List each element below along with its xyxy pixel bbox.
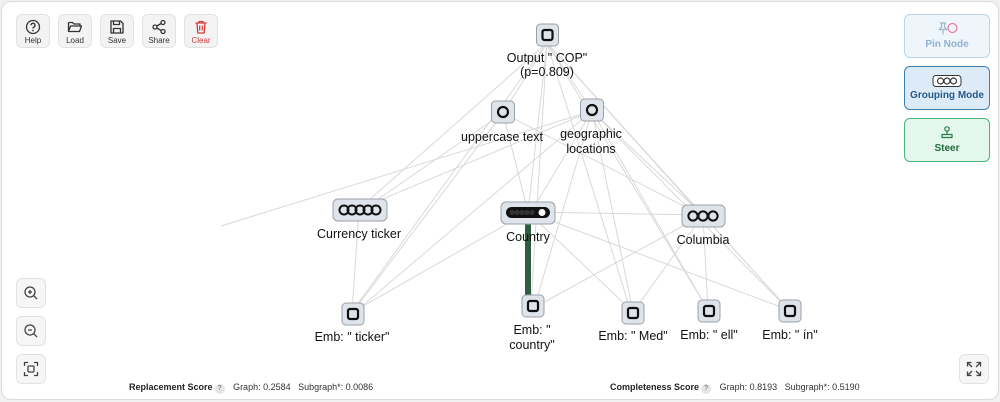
pin-icon xyxy=(938,22,958,35)
fit-view-button[interactable] xyxy=(16,354,46,384)
country-label: Country xyxy=(506,230,551,244)
graph-edges xyxy=(220,42,790,314)
help-label: Help xyxy=(24,36,42,45)
zoom-in-button[interactable] xyxy=(16,278,46,308)
currency-ticker-label: Currency ticker xyxy=(317,227,401,241)
emb-ell-node[interactable] xyxy=(697,299,721,323)
completeness-subgraph-value: Subgraph*: 0.5190 xyxy=(784,382,860,392)
expand-icon xyxy=(966,361,982,377)
replacement-score: Replacement Score? Graph: 0.2584 Subgrap… xyxy=(129,382,373,394)
completeness-graph-value: Graph: 0.8193 xyxy=(719,382,778,392)
save-label: Save xyxy=(107,36,127,45)
trash-icon xyxy=(195,20,207,34)
fullscreen-button[interactable] xyxy=(959,354,989,384)
load-label: Load xyxy=(66,36,84,45)
save-icon xyxy=(110,20,124,34)
emb-country-node[interactable] xyxy=(521,294,545,318)
share-icon xyxy=(152,19,166,35)
clear-button[interactable]: Clear xyxy=(184,14,218,48)
emb-country-label-line1: Emb: " xyxy=(513,323,550,337)
geographic-locations-node[interactable] xyxy=(580,98,604,122)
emb-med-label: Emb: " Med" xyxy=(598,329,667,343)
completeness-score-label: Completeness Score xyxy=(610,382,700,392)
replacement-subgraph-value: Subgraph*: 0.0086 xyxy=(298,382,374,392)
zoom-out-icon xyxy=(24,324,38,338)
output-node[interactable] xyxy=(536,23,559,47)
steer-label: Steer xyxy=(934,143,960,154)
emb-med-node[interactable] xyxy=(621,301,645,325)
geographic-label-line2: locations xyxy=(566,142,615,156)
completeness-help-icon[interactable]: ? xyxy=(701,384,712,394)
zoom-in-icon xyxy=(24,286,38,300)
help-icon xyxy=(25,19,41,35)
output-node-probability: (p=0.809) xyxy=(520,65,574,79)
fit-view-icon xyxy=(23,361,39,377)
load-button[interactable]: Load xyxy=(58,14,92,48)
emb-country-label-line2: country" xyxy=(509,338,554,352)
grouping-mode-button[interactable]: Grouping Mode xyxy=(904,66,990,110)
uppercase-text-node[interactable] xyxy=(491,100,515,124)
emb-ticker-label: Emb: " ticker" xyxy=(315,330,390,344)
pin-node-label: Pin Node xyxy=(925,39,969,50)
output-node-label: Output " COP" xyxy=(507,51,587,65)
replacement-score-label: Replacement Score xyxy=(129,382,213,392)
replacement-graph-value: Graph: 0.2584 xyxy=(233,382,291,392)
currency-ticker-node[interactable] xyxy=(332,198,388,222)
clear-label: Clear xyxy=(191,36,211,45)
emb-in-label: Emb: " ín" xyxy=(762,328,817,342)
emb-in-node[interactable] xyxy=(778,299,802,323)
pin-node-button[interactable]: Pin Node xyxy=(904,14,990,58)
uppercase-text-label: uppercase text xyxy=(461,130,544,144)
completeness-score: Completeness Score? Graph: 0.8193 Subgra… xyxy=(610,382,860,394)
steer-button[interactable]: Steer xyxy=(904,118,990,162)
columbia-label: Columbia xyxy=(677,233,730,247)
columbia-node[interactable] xyxy=(681,204,726,228)
folder-open-icon xyxy=(67,21,83,33)
help-button[interactable]: Help xyxy=(16,14,50,48)
country-node[interactable] xyxy=(500,201,556,225)
replacement-help-icon[interactable]: ? xyxy=(214,384,225,394)
share-button[interactable]: Share xyxy=(142,14,176,48)
grouping-icon xyxy=(932,75,962,87)
grouping-mode-label: Grouping Mode xyxy=(910,90,984,101)
zoom-out-button[interactable] xyxy=(16,316,46,346)
share-label: Share xyxy=(148,36,170,45)
geographic-label-line1: geographic xyxy=(560,127,622,141)
emb-ticker-node[interactable] xyxy=(341,302,365,326)
save-button[interactable]: Save xyxy=(100,14,134,48)
steer-icon xyxy=(941,126,953,139)
emb-ell-label: Emb: " ell" xyxy=(680,328,738,342)
